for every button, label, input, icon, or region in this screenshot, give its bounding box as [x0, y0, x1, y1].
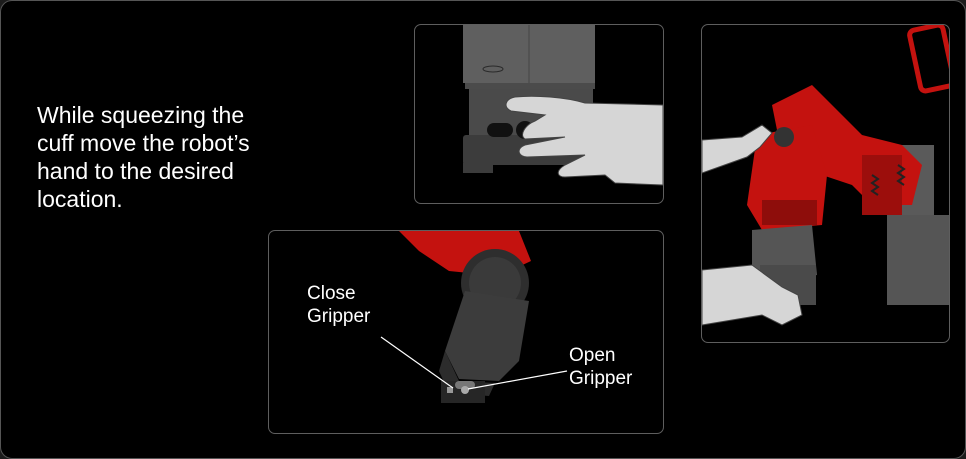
- open-gripper-label-line-2: Gripper: [569, 368, 633, 389]
- robot-cuff-illustration: [463, 25, 663, 186]
- robot-arm-illustration: [702, 25, 949, 326]
- instruction-line-1: While squeezing the: [37, 102, 245, 128]
- close-gripper-label-line-2: Gripper: [307, 306, 371, 327]
- close-gripper-label: Close Gripper: [307, 282, 370, 328]
- arm-moving-panel: [701, 24, 950, 343]
- gripper-buttons-panel: Close Gripper Open Gripper: [268, 230, 664, 434]
- robot-gripper-illustration: [380, 231, 568, 403]
- open-gripper-label-line-1: Open: [569, 345, 616, 366]
- close-gripper-label-line-1: Close: [307, 283, 356, 304]
- open-gripper-label: Open Gripper: [569, 344, 632, 390]
- instruction-line-4: location.: [37, 186, 123, 212]
- instruction-line-2: cuff move the robot’s: [37, 130, 250, 156]
- phone-device-icon: [907, 25, 949, 94]
- instruction-text: While squeezing the cuff move the robot’…: [37, 101, 307, 213]
- cuff-squeeze-panel: [414, 24, 664, 204]
- instruction-line-3: hand to the desired: [37, 158, 234, 184]
